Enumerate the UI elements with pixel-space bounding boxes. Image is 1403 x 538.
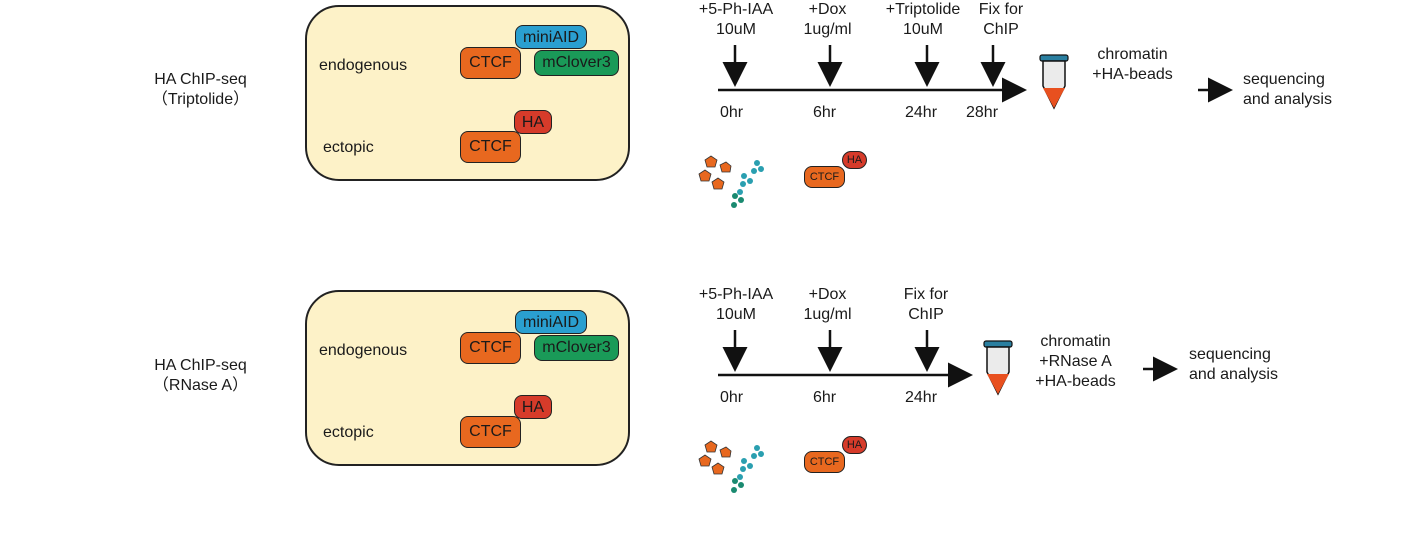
final-caption-line: and analysis xyxy=(1189,366,1278,383)
final-caption-line: and analysis xyxy=(1243,91,1332,108)
tube-icon xyxy=(983,340,1013,396)
tube-caption-line: +HA-beads xyxy=(1092,66,1173,83)
miniaid-tag: miniAID xyxy=(515,25,587,49)
treatment-dox: +Dox 1ug/ml xyxy=(785,0,870,40)
panel-title: HA ChIP-seq （Triptolide） xyxy=(138,70,263,110)
time-28hr: 28hr xyxy=(966,104,999,121)
mini-ha-tag: HA xyxy=(842,151,867,169)
tube-caption-line: +RNase A xyxy=(1039,353,1112,370)
tube-caption-line: +HA-beads xyxy=(1035,373,1116,390)
panel-title: HA ChIP-seq （RNase A） xyxy=(138,356,263,396)
rnase-molecules-icon xyxy=(698,440,764,493)
mini-ha-tag: HA xyxy=(842,436,867,454)
miniaid-tag: miniAID xyxy=(515,310,587,334)
mclover3-tag: mClover3 xyxy=(534,50,619,76)
tube-caption: chromatin +HA-beads xyxy=(1075,45,1190,85)
mini-ctcf-tag: CTCF xyxy=(804,451,845,473)
endogenous-label: endogenous xyxy=(319,342,408,359)
final-caption-line: sequencing xyxy=(1243,71,1325,88)
panel-rnase-a: HA ChIP-seq （RNase A） endogenous ectopic… xyxy=(0,285,1403,538)
treatment-line1: +5-Ph-IAA xyxy=(698,1,774,18)
time-0hr: 0hr xyxy=(720,389,744,406)
time-6hr: 6hr xyxy=(813,104,837,121)
ha-tag: HA xyxy=(514,110,552,134)
treatment-line2: ChIP xyxy=(983,21,1019,38)
ectopic-label: ectopic xyxy=(323,139,374,156)
treatment-line2: 1ug/ml xyxy=(803,21,852,38)
tube-caption-line: chromatin xyxy=(1097,46,1168,63)
treatment-line1: Fix for xyxy=(978,1,1024,18)
ctcf-ectopic-tag: CTCF xyxy=(460,131,521,163)
endogenous-label: endogenous xyxy=(319,57,408,74)
treatment-line2: 10uM xyxy=(902,21,944,38)
ctcf-endogenous-tag: CTCF xyxy=(460,332,521,364)
treatment-line2: 1ug/ml xyxy=(803,306,852,323)
mclover3-tag: mClover3 xyxy=(534,335,619,361)
panel-title-line2: （Triptolide） xyxy=(151,91,250,108)
treatment-line2: ChIP xyxy=(908,306,944,323)
treatment-line1: Fix for xyxy=(903,286,949,303)
treatment-line2: 10uM xyxy=(715,306,757,323)
timeline-graphics xyxy=(698,330,1178,493)
treatment-ph-iaa: +5-Ph-IAA 10uM xyxy=(686,0,786,40)
final-caption: sequencing and analysis xyxy=(1243,70,1332,110)
time-0hr: 0hr xyxy=(720,104,744,121)
treatment-triptolide: +Triptolide 10uM xyxy=(868,0,978,40)
triptolide-molecules-icon xyxy=(698,155,764,208)
final-caption: sequencing and analysis xyxy=(1189,345,1278,385)
panel-title-line1: HA ChIP-seq xyxy=(154,71,247,88)
cell-diagram: endogenous ectopic miniAID mClover3 CTCF… xyxy=(305,5,630,181)
treatment-fix: Fix for ChIP xyxy=(888,285,964,325)
time-24hr: 24hr xyxy=(905,104,938,121)
ctcf-ectopic-tag: CTCF xyxy=(460,416,521,448)
time-6hr: 6hr xyxy=(813,389,837,406)
treatment-fix: Fix for ChIP xyxy=(963,0,1039,40)
ctcf-endogenous-tag: CTCF xyxy=(460,47,521,79)
treatment-line2: 10uM xyxy=(715,21,757,38)
final-caption-line: sequencing xyxy=(1189,346,1271,363)
treatment-line1: +Triptolide xyxy=(885,1,961,18)
tube-caption-line: chromatin xyxy=(1040,333,1111,350)
treatment-line1: +5-Ph-IAA xyxy=(698,286,774,303)
treatment-ph-iaa: +5-Ph-IAA 10uM xyxy=(686,285,786,325)
panel-title-line2: （RNase A） xyxy=(152,377,249,394)
ha-tag: HA xyxy=(514,395,552,419)
tube-caption: chromatin +RNase A +HA-beads xyxy=(1018,332,1133,392)
timeline-graphics xyxy=(698,45,1233,208)
cell-diagram: endogenous ectopic miniAID mClover3 CTCF… xyxy=(305,290,630,466)
panel-triptolide: HA ChIP-seq （Triptolide） endogenous ecto… xyxy=(0,0,1403,253)
treatment-line1: +Dox xyxy=(808,286,847,303)
tube-icon xyxy=(1039,54,1069,110)
mini-ctcf-tag: CTCF xyxy=(804,166,845,188)
treatment-line1: +Dox xyxy=(808,1,847,18)
ectopic-label: ectopic xyxy=(323,424,374,441)
panel-title-line1: HA ChIP-seq xyxy=(154,357,247,374)
time-24hr: 24hr xyxy=(905,389,938,406)
treatment-dox: +Dox 1ug/ml xyxy=(785,285,870,325)
